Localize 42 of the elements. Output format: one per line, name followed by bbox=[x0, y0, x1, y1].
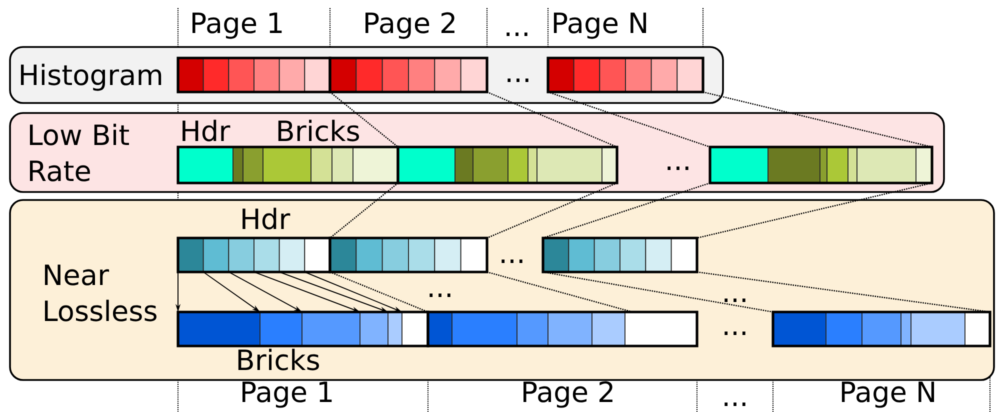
page-label: Page 2 bbox=[366, 12, 454, 39]
column-label: Hdr bbox=[242, 208, 290, 230]
projection-line bbox=[330, 92, 398, 148]
projection-line bbox=[330, 271, 428, 313]
projection-line bbox=[548, 91, 710, 148]
ellipsis: ... bbox=[508, 78, 528, 82]
projection-line bbox=[486, 271, 633, 313]
segmented-bar bbox=[328, 56, 488, 94]
column-label: Hdr bbox=[182, 120, 230, 142]
segmented-bar bbox=[176, 146, 400, 184]
projection-line bbox=[486, 91, 618, 148]
segmented-bar bbox=[772, 310, 992, 348]
ellipsis: ... bbox=[724, 332, 746, 335]
projection-line bbox=[542, 271, 774, 313]
segmented-bar bbox=[546, 56, 704, 94]
column-label: Bricks bbox=[238, 348, 319, 370]
segmented-bar bbox=[176, 56, 332, 94]
projection-line bbox=[696, 271, 990, 313]
ellipsis: ... bbox=[668, 166, 688, 170]
ellipsis: ... bbox=[502, 260, 522, 263]
segmented-bar bbox=[542, 236, 698, 274]
projection-line bbox=[696, 182, 932, 239]
projection-line bbox=[702, 91, 932, 148]
segmented-bar bbox=[328, 236, 488, 274]
page-label: Page 1 bbox=[242, 382, 332, 408]
segmented-bar bbox=[708, 146, 934, 184]
column-label: Bricks bbox=[278, 120, 359, 142]
page-label: Page 1 bbox=[192, 12, 282, 39]
ellipsis: ... bbox=[724, 298, 746, 302]
segmented-bar bbox=[176, 310, 430, 348]
segmented-bar bbox=[396, 146, 618, 184]
ellipsis: ... bbox=[724, 402, 746, 406]
projection-line bbox=[542, 182, 710, 239]
page-label: Page N bbox=[842, 382, 934, 408]
projection-line bbox=[330, 182, 398, 238]
ellipsis: ... bbox=[430, 294, 450, 297]
segmented-bar bbox=[426, 310, 698, 348]
page-label: Page N bbox=[554, 12, 646, 39]
projection-line bbox=[486, 182, 618, 239]
segmented-bar bbox=[176, 236, 332, 274]
ellipsis: ... bbox=[506, 32, 528, 36]
page-label: Page 2 bbox=[524, 381, 612, 408]
